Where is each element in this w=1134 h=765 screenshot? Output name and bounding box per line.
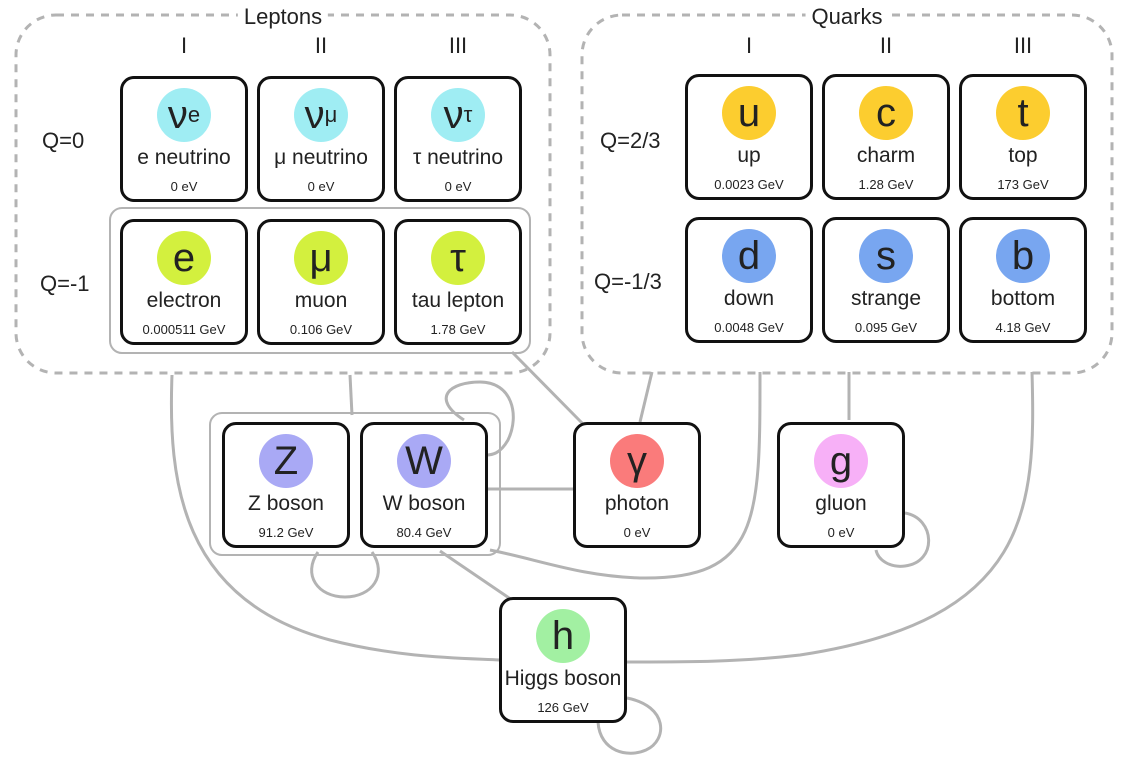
e-neutrino-symbol-sub: e (187, 102, 201, 127)
charm-symbol: c (859, 86, 913, 140)
quarks-to-higgs-line (626, 371, 1035, 664)
particle-card-up[interactable]: u up 0.0023 GeV (685, 74, 813, 200)
muon-mass: 0.106 GeV (289, 322, 353, 337)
z-self-loop (310, 551, 380, 599)
photon-symbol: γ (610, 434, 664, 488)
mu-neutrino-name: μ neutrino (274, 146, 368, 169)
up-mass: 0.0023 GeV (714, 177, 784, 192)
quark-gen-2: II (879, 33, 893, 58)
bottom-mass: 4.18 GeV (995, 320, 1051, 335)
photon-mass: 0 eV (623, 525, 651, 540)
muon-symbol: μ (294, 231, 348, 285)
tau-neutrino-mass: 0 eV (444, 179, 472, 194)
up-symbol: u (722, 86, 776, 140)
weak-to-higgs-line (439, 549, 513, 602)
gluon-name: gluon (815, 492, 867, 515)
e-neutrino-mass: 0 eV (170, 179, 198, 194)
up-name: up (737, 144, 761, 167)
w-boson-mass: 80.4 GeV (396, 525, 452, 540)
weak-bosons-outline (209, 412, 501, 556)
muon-name: muon (294, 289, 348, 312)
particle-card-gluon[interactable]: g gluon 0 eV (777, 422, 905, 548)
w-boson-symbol: W (397, 434, 451, 488)
strange-symbol: s (859, 229, 913, 283)
tau-symbol: τ (431, 231, 485, 285)
down-name: down (723, 287, 775, 310)
leptons-to-weak-line (348, 374, 354, 416)
charm-name: charm (856, 144, 916, 167)
lepton-charge-neutral: Q=0 (42, 128, 85, 153)
lepton-gen-2: II (314, 33, 328, 58)
lepton-gen-3: III (448, 33, 468, 58)
w-boson-name: W boson (382, 492, 466, 515)
particle-card-z-boson[interactable]: Z Z boson 91.2 GeV (222, 422, 350, 548)
down-mass: 0.0048 GeV (714, 320, 784, 335)
quarks-to-photon-line (638, 371, 654, 423)
lepton-charge-negative: Q=-1 (40, 271, 90, 296)
tau-name: tau lepton (411, 289, 505, 312)
e-neutrino-name: e neutrino (137, 146, 231, 169)
down-symbol: d (722, 229, 776, 283)
quarks-label: Quarks (805, 5, 889, 29)
particle-card-electron[interactable]: e electron 0.000511 GeV (120, 219, 248, 345)
electron-symbol: e (157, 231, 211, 285)
bottom-name: bottom (990, 287, 1056, 310)
electron-name: electron (146, 289, 222, 312)
particle-card-strange[interactable]: s strange 0.095 GeV (822, 217, 950, 343)
bottom-symbol: b (996, 229, 1050, 283)
particle-card-muon[interactable]: μ muon 0.106 GeV (257, 219, 385, 345)
particle-card-charm[interactable]: c charm 1.28 GeV (822, 74, 950, 200)
top-symbol: t (996, 86, 1050, 140)
particle-card-w-boson[interactable]: W W boson 80.4 GeV (360, 422, 488, 548)
higgs-mass: 126 GeV (537, 700, 589, 715)
leptons-to-higgs-line (169, 374, 501, 662)
electron-mass: 0.000511 GeV (142, 322, 226, 337)
top-mass: 173 GeV (997, 177, 1049, 192)
charged-leptons-outline (109, 207, 531, 354)
lepton-gen-1: I (180, 33, 188, 58)
particle-card-top[interactable]: t top 173 GeV (959, 74, 1087, 200)
charm-mass: 1.28 GeV (858, 177, 914, 192)
tau-neutrino-name: τ neutrino (412, 146, 504, 169)
e-neutrino-symbol-char: ν (167, 93, 188, 137)
gluon-mass: 0 eV (827, 525, 855, 540)
particle-card-down[interactable]: d down 0.0048 GeV (685, 217, 813, 343)
z-boson-symbol: Z (259, 434, 313, 488)
particle-card-photon[interactable]: γ photon 0 eV (573, 422, 701, 548)
top-name: top (1008, 144, 1038, 167)
quarks-to-weak-line (489, 371, 762, 580)
quark-charge-down-type: Q=-1/3 (594, 269, 662, 294)
strange-name: strange (850, 287, 922, 310)
particle-card-higgs[interactable]: h Higgs boson 126 GeV (499, 597, 627, 723)
strange-mass: 0.095 GeV (854, 320, 918, 335)
photon-name: photon (604, 492, 670, 515)
tau-neutrino-symbol-char: ν (443, 93, 464, 137)
mu-neutrino-symbol-sub: μ (324, 102, 338, 127)
particle-card-bottom[interactable]: b bottom 4.18 GeV (959, 217, 1087, 343)
quark-charge-up-type: Q=2/3 (600, 128, 661, 153)
gluon-self-loop (874, 511, 931, 568)
mu-neutrino-symbol-char: ν (304, 93, 325, 137)
higgs-self-loop (596, 696, 663, 755)
mu-neutrino-mass: 0 eV (307, 179, 335, 194)
higgs-symbol: h (536, 609, 590, 663)
tau-mass: 1.78 GeV (430, 322, 486, 337)
gluon-symbol: g (814, 434, 868, 488)
quark-gen-3: III (1013, 33, 1033, 58)
w-self-loop (444, 380, 515, 457)
tau-neutrino-symbol-sub: τ (463, 102, 473, 127)
z-boson-mass: 91.2 GeV (258, 525, 314, 540)
quark-gen-1: I (745, 33, 753, 58)
z-boson-name: Z boson (248, 492, 324, 515)
leptons-label: Leptons (237, 5, 329, 29)
charged-leptons-to-photon-line (510, 350, 586, 427)
particle-card-tau[interactable]: τ tau lepton 1.78 GeV (394, 219, 522, 345)
higgs-name: Higgs boson (504, 667, 622, 690)
